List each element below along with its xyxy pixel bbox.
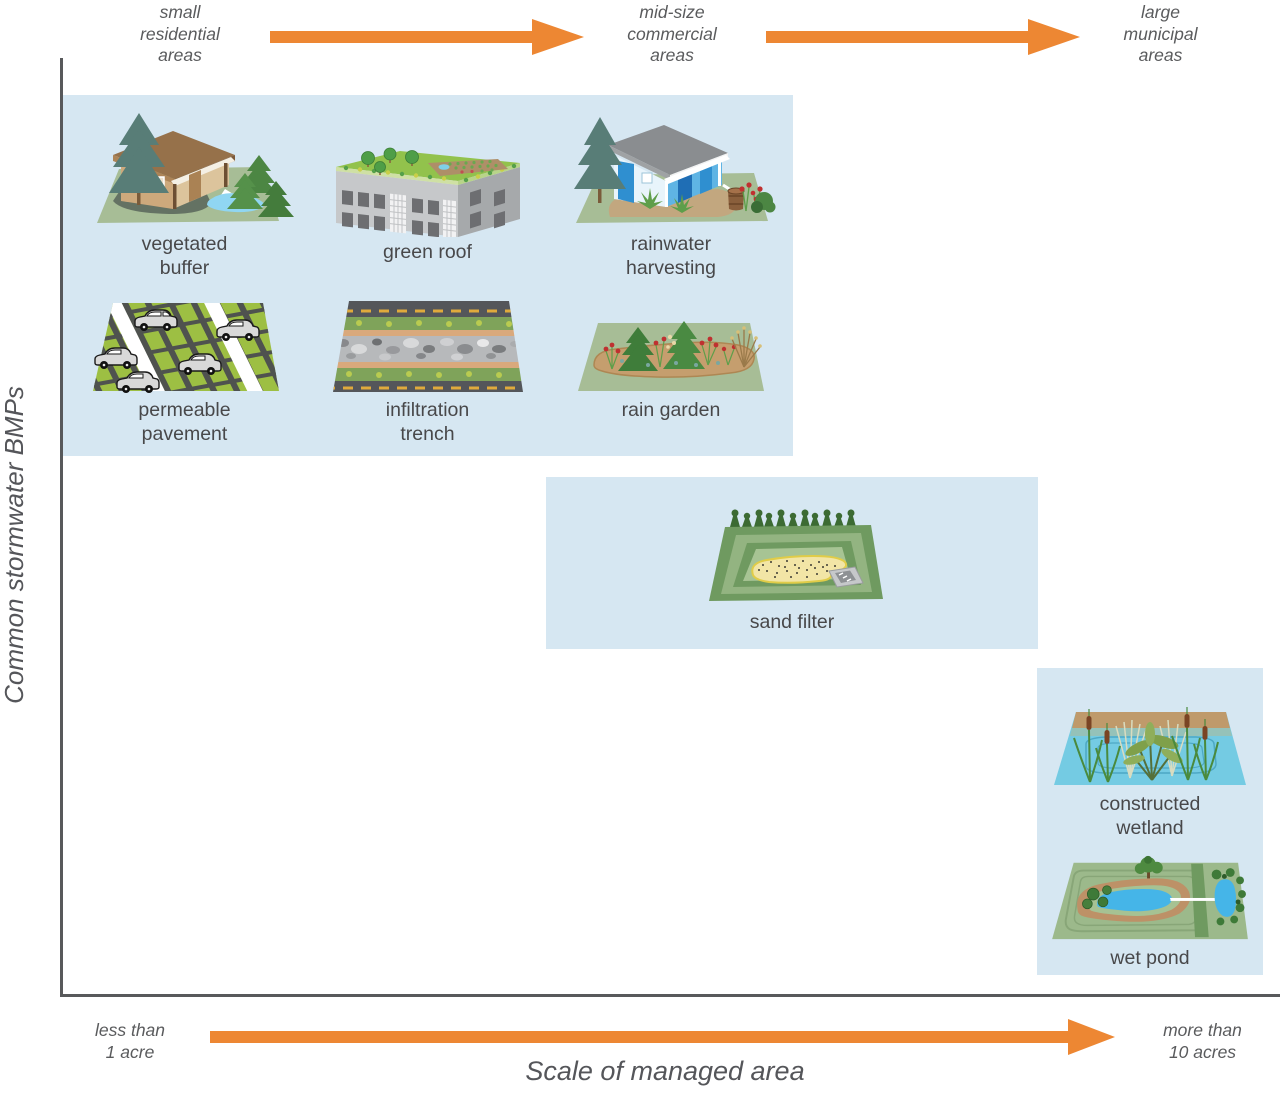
rainwater-harvesting-icon <box>574 117 776 224</box>
x-axis-min-label: less than 1 acre <box>94 1020 166 1062</box>
rain-garden-icon <box>578 321 764 391</box>
cars <box>93 309 260 393</box>
panel-large-scale-bmps: constructed wetland <box>1037 668 1263 975</box>
vegetated-buffer-icon <box>96 113 294 224</box>
bmp-permeable-pavement: permeable pavement <box>63 281 306 456</box>
top-scale-label-mid: mid-size commercial areas <box>627 2 717 66</box>
scale-arrow-icon <box>210 1018 1115 1061</box>
panel-small-scale-bmps: vegetated buffer <box>63 95 793 456</box>
bmp-rainwater-harvesting: rainwater harvesting <box>549 95 793 281</box>
pine-tree <box>574 117 626 204</box>
scale-arrow-icon <box>766 18 1080 61</box>
top-scale-label-small: small residential areas <box>140 2 220 66</box>
bmp-rain-garden: rain garden <box>549 281 793 456</box>
bmp-label: rain garden <box>621 399 721 421</box>
pine-tree <box>108 113 169 206</box>
green-roof-icon <box>335 147 520 237</box>
bmp-green-roof: green roof <box>306 95 549 281</box>
outlet-ramp <box>828 566 864 588</box>
bmp-label: vegetated buffer <box>141 233 228 280</box>
constructed-wetland-icon <box>1054 707 1246 785</box>
x-axis-max-label: more than 10 acres <box>1163 1020 1242 1062</box>
conifer-trees <box>226 155 294 218</box>
flower-stems <box>605 340 735 370</box>
broadleaf-plants <box>1123 722 1183 781</box>
gravel-stones <box>337 338 520 361</box>
bmp-vegetated-buffer: vegetated buffer <box>63 95 306 281</box>
side-windows <box>469 188 505 229</box>
ground-plants <box>637 188 694 214</box>
y-axis-line <box>60 58 63 995</box>
bmp-label: constructed wetland <box>1099 793 1201 839</box>
bmp-infiltration-trench: infiltration trench <box>306 281 549 456</box>
x-axis-title: Scale of managed area <box>525 1056 805 1086</box>
wet-pond-icon <box>1052 855 1248 939</box>
forebay-water <box>1214 878 1237 917</box>
sand-bed <box>751 554 848 584</box>
y-axis-title: Common stormwater BMPs <box>0 386 29 704</box>
scale-arrow-icon <box>270 18 584 61</box>
sand-speckles <box>758 560 836 578</box>
sand-filter-icon <box>709 509 883 601</box>
bmp-label: sand filter <box>749 611 835 633</box>
twiggy-bush <box>731 329 761 368</box>
trees <box>1082 855 1163 909</box>
top-scale-label-large: large municipal areas <box>1123 2 1198 66</box>
infiltration-trench-icon <box>333 301 523 392</box>
cattails <box>1073 707 1219 783</box>
bmp-label: permeable pavement <box>138 399 231 445</box>
pond-water <box>1097 888 1172 911</box>
forebay-trees <box>1211 867 1246 925</box>
bmp-label: rainwater harvesting <box>626 233 716 280</box>
roof-garden <box>427 159 508 176</box>
outlet-pipe <box>1169 897 1225 901</box>
roof-edge-shrubs <box>343 163 516 183</box>
front-windows <box>341 190 456 237</box>
bmp-label: green roof <box>383 241 472 263</box>
panel-mid-scale-bmps: sand filter <box>546 477 1038 649</box>
shrub <box>751 192 776 214</box>
red-flowers <box>603 336 737 354</box>
bmp-label: wet pond <box>1110 946 1190 969</box>
permeable-pavement-icon <box>92 303 279 393</box>
bmp-label: infiltration trench <box>385 399 470 445</box>
x-axis-line <box>60 994 1280 997</box>
